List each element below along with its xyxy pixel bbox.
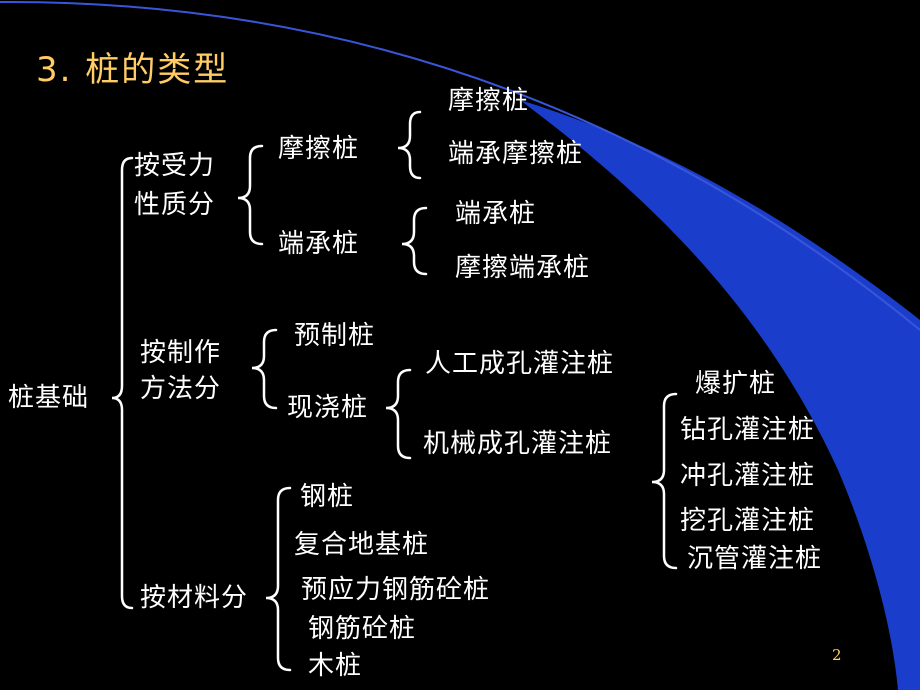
force-brace (237, 144, 264, 246)
method-brace (251, 328, 278, 410)
by-method-label-line2: 方法分 (140, 374, 222, 404)
by-material-label: 按材料分 (140, 583, 249, 613)
precast-pile-label: 预制桩 (294, 321, 376, 351)
mechanical-brace (651, 392, 678, 570)
friction-pile-label: 摩擦桩 (278, 134, 360, 164)
mechanical-child: 爆扩桩 (695, 369, 777, 399)
material-child: 木桩 (308, 651, 363, 681)
friction-pile-brace (397, 110, 422, 180)
material-child: 钢筋砼桩 (308, 614, 417, 644)
by-method-label-line1: 按制作 (140, 338, 222, 368)
slide-title: 3. 桩的类型 (36, 50, 230, 90)
material-child: 钢桩 (300, 482, 355, 512)
cast-in-place-pile-label: 现浇桩 (287, 393, 369, 423)
manual-bored-pile-label: 人工成孔灌注桩 (425, 349, 615, 379)
blue-sweep-shape (520, 100, 920, 690)
end-bearing-pile-label: 端承桩 (278, 229, 360, 259)
by-force-label-line2: 性质分 (134, 190, 216, 220)
material-brace (265, 486, 292, 672)
mechanical-child: 沉管灌注桩 (687, 544, 823, 574)
mechanical-child: 挖孔灌注桩 (680, 506, 816, 536)
mechanical-child: 冲孔灌注桩 (680, 461, 816, 491)
end-bearing-pile-child: 端承桩 (455, 199, 537, 229)
arc-line (0, 0, 920, 331)
end-bearing-pile-child: 摩擦端承桩 (455, 253, 591, 283)
material-child: 复合地基桩 (294, 530, 430, 560)
mechanical-child: 钻孔灌注桩 (680, 415, 816, 445)
mechanical-bored-pile-label: 机械成孔灌注桩 (423, 429, 613, 459)
cast-in-place-brace (385, 368, 412, 460)
page-number: 2 (832, 646, 842, 664)
material-child: 预应力钢筋砼桩 (301, 575, 491, 605)
root-brace (111, 156, 134, 610)
friction-pile-child: 摩擦桩 (448, 86, 530, 116)
by-force-label-line1: 按受力 (134, 151, 216, 181)
friction-pile-child: 端承摩擦桩 (448, 139, 584, 169)
root-label: 桩基础 (8, 383, 90, 413)
end-bearing-pile-brace (401, 206, 428, 276)
